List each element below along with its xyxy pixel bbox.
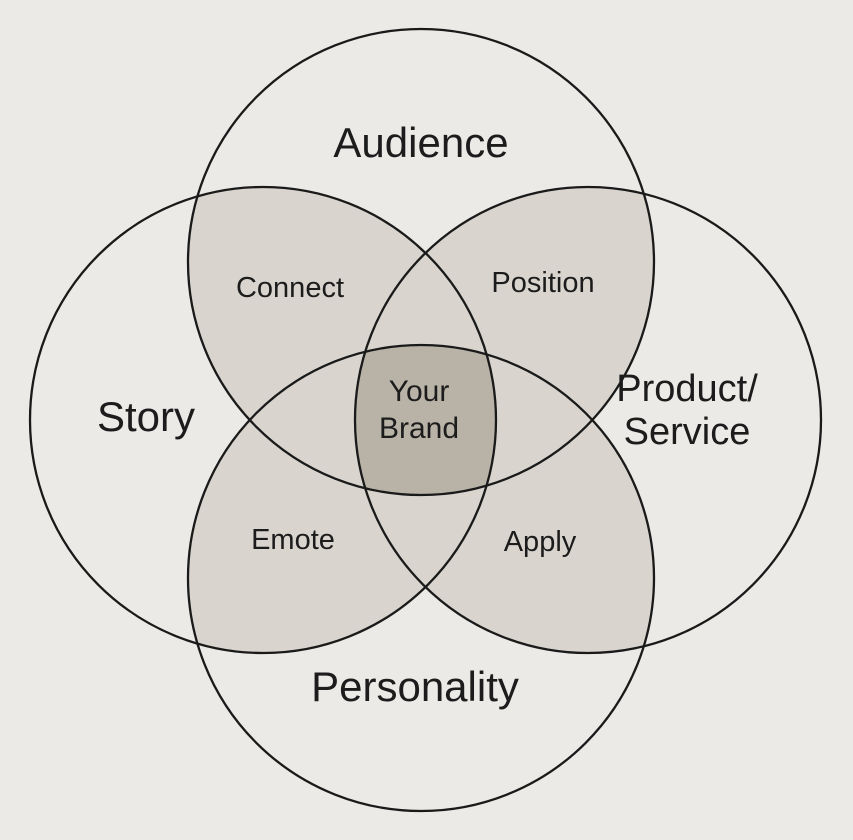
apply-label: Apply bbox=[504, 526, 577, 558]
position-label: Position bbox=[491, 267, 594, 299]
personality-circle bbox=[186, 343, 656, 813]
emote-label: Emote bbox=[251, 524, 335, 556]
your-brand-label-line1: Your bbox=[389, 375, 450, 408]
product-service-circle bbox=[353, 185, 823, 655]
product-service-label-line1: Product/ bbox=[616, 368, 758, 410]
overlap-audience-personality-fill bbox=[188, 345, 654, 495]
product-service-label-line2: Service bbox=[624, 411, 751, 453]
personality-label: Personality bbox=[311, 663, 519, 710]
audience-circle bbox=[186, 27, 656, 497]
connect-label: Connect bbox=[236, 272, 344, 304]
story-circle bbox=[28, 185, 498, 655]
your-brand-label-line2: Brand bbox=[379, 412, 459, 445]
audience-label: Audience bbox=[333, 119, 508, 166]
story-label: Story bbox=[97, 393, 195, 440]
